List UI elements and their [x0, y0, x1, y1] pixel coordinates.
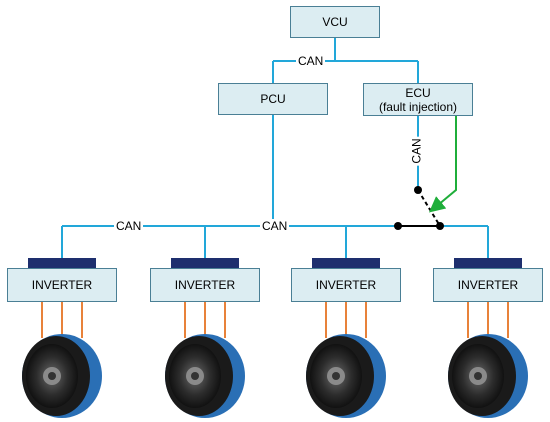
fault-switch-icon — [394, 186, 444, 230]
can-label-vertical: CAN — [409, 136, 424, 166]
inverter-connector — [454, 258, 522, 269]
inverter-label: INVERTER — [457, 278, 519, 292]
in-wheel-motor-icon — [306, 334, 386, 418]
can-label-mid: CAN — [260, 219, 290, 233]
inverter-connector — [171, 258, 239, 269]
in-wheel-motor-icon — [22, 334, 102, 418]
pcu-box: PCU — [218, 83, 328, 115]
ecu-box: ECU (fault injection) — [363, 83, 473, 116]
ecu-label: ECU — [405, 85, 431, 100]
vcu-box: VCU — [290, 6, 380, 38]
inverter-label: INVERTER — [31, 278, 93, 292]
inverter-box: INVERTER — [433, 268, 543, 302]
in-wheel-motor-icon — [448, 334, 528, 418]
vcu-label: VCU — [322, 15, 348, 29]
inverter-box: INVERTER — [7, 268, 117, 302]
can-label-left: CAN — [114, 219, 144, 233]
fault-injection-arrow-icon — [428, 116, 457, 213]
can-label-top: CAN — [296, 54, 326, 68]
inverter-box: INVERTER — [291, 268, 401, 302]
inverter-label: INVERTER — [174, 278, 236, 292]
pcu-label: PCU — [260, 92, 286, 106]
phase-wires — [41, 302, 509, 338]
inverter-connector — [312, 258, 380, 269]
inverter-box: INVERTER — [150, 268, 260, 302]
inverter-label: INVERTER — [315, 278, 377, 292]
in-wheel-motor-icon — [165, 334, 245, 418]
ecu-sublabel: (fault injection) — [378, 99, 458, 114]
inverter-connector — [28, 258, 96, 269]
